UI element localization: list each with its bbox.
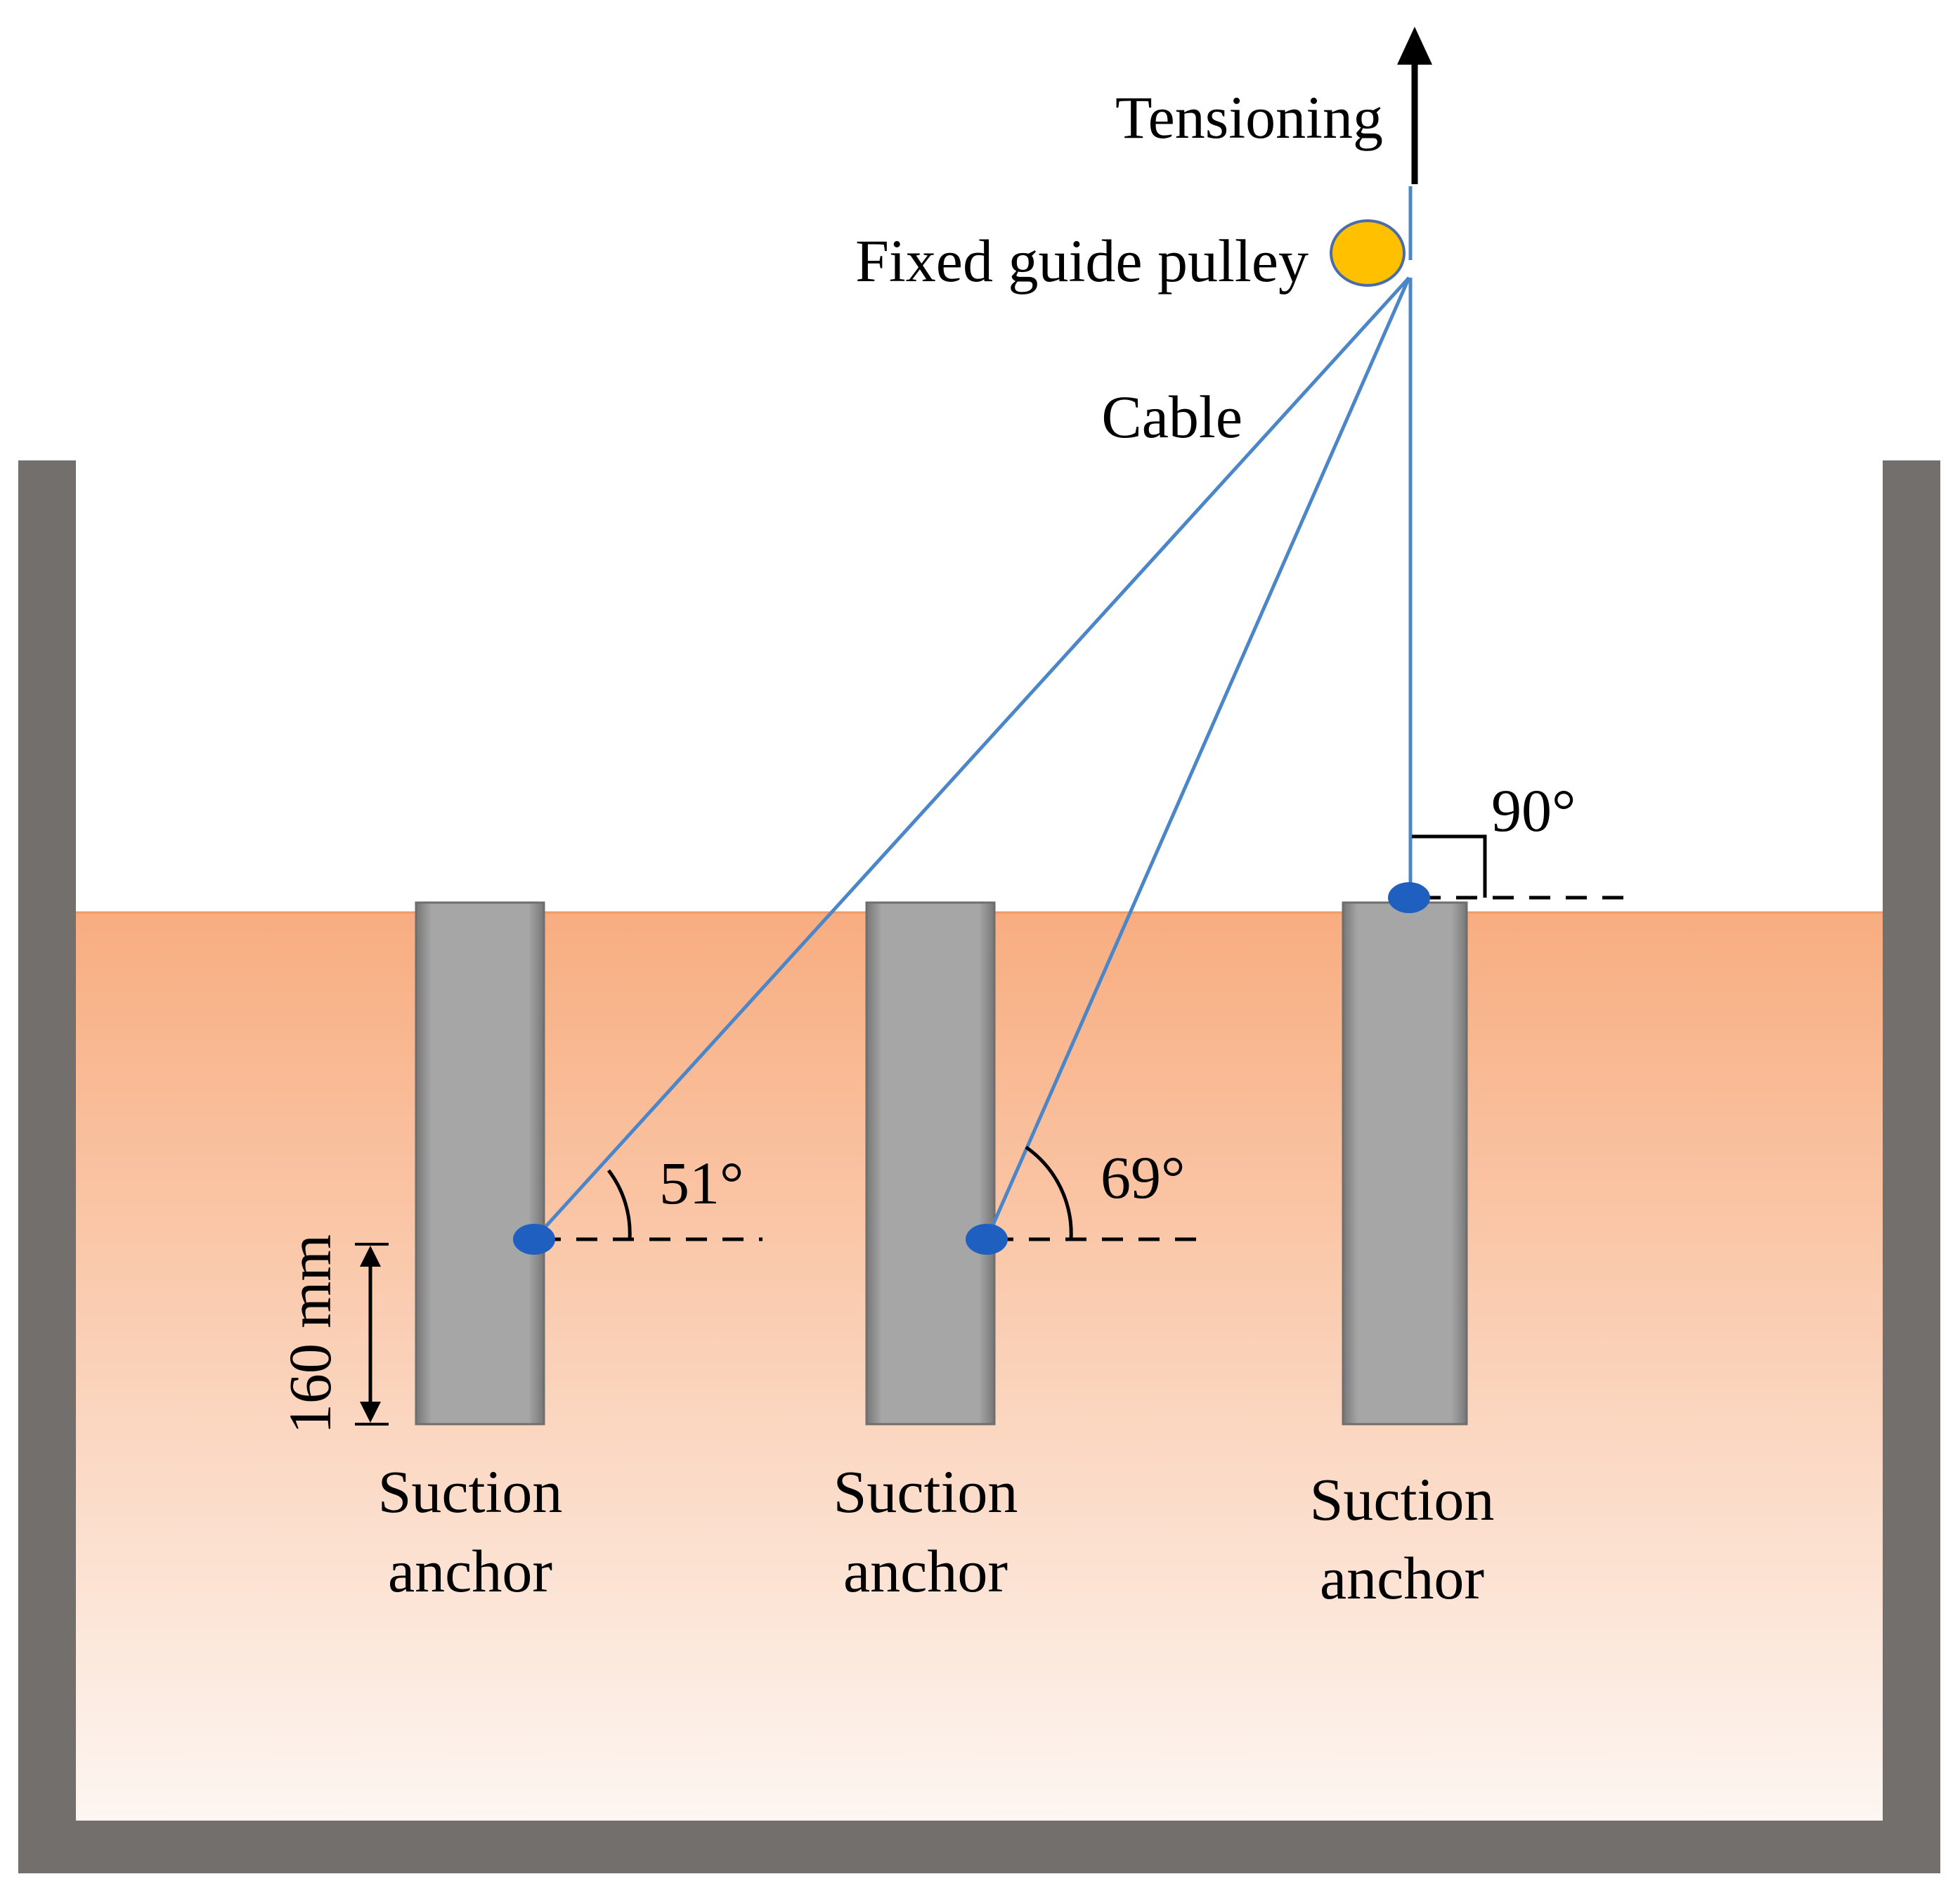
angle-arc-69 — [1025, 1145, 1073, 1240]
anchor-3-label-line2: anchor — [1320, 1544, 1484, 1612]
horizontal-reference-lines — [540, 896, 1634, 1241]
suction-anchor-1 — [415, 901, 545, 1426]
cable-to-anchor-1 — [533, 276, 1410, 1241]
anchor-1-label-line2: anchor — [388, 1537, 552, 1605]
fixed-guide-pulley — [1330, 219, 1406, 287]
cable-label: Cable — [1101, 383, 1242, 451]
tank-wall-left — [18, 460, 76, 1873]
anchor-2-label-line1: Suction — [833, 1458, 1018, 1525]
depth-label: 160 mm — [276, 1234, 344, 1434]
cables — [533, 186, 1413, 1241]
anchor-3-label-line1: Suction — [1310, 1466, 1495, 1533]
angle-label-51: 51° — [659, 1149, 744, 1217]
pulley-label: Fixed guide pulley — [855, 227, 1309, 295]
suction-anchor-3 — [1342, 901, 1468, 1426]
suction-anchor-2 — [865, 901, 996, 1426]
anchor-1-label-line1: Suction — [378, 1458, 563, 1525]
test-tank — [18, 460, 1940, 1873]
angle-arc-51 — [607, 1169, 632, 1240]
attachment-point-2 — [966, 1224, 1008, 1255]
tank-bottom — [18, 1821, 1940, 1873]
cable-to-anchor-2 — [985, 276, 1411, 1241]
angle-label-69: 69° — [1101, 1144, 1185, 1211]
tank-wall-right — [1883, 460, 1940, 1873]
attachment-point-3 — [1388, 882, 1430, 913]
tensioning-arrow — [1397, 27, 1432, 184]
angle-label-90: 90° — [1491, 777, 1576, 844]
anchor-2-label-line2: anchor — [843, 1537, 1008, 1605]
right-angle-marker — [1412, 834, 1487, 898]
tensioning-label: Tensioning — [1115, 84, 1383, 151]
attachment-point-1 — [513, 1224, 555, 1255]
depth-dimension — [355, 1243, 389, 1426]
